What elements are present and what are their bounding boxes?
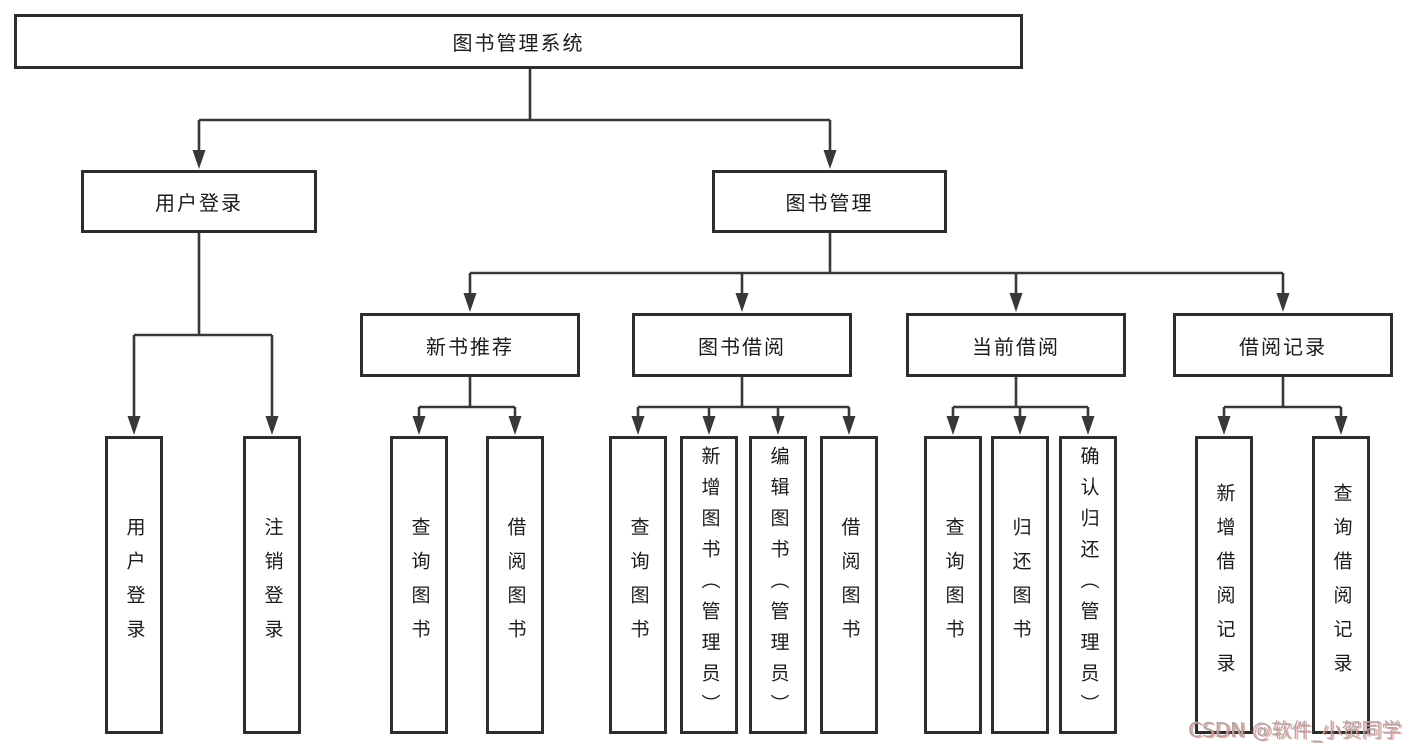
leaf-add-books-admin: 新增图书（管理员） [680, 436, 738, 734]
leaf-confirm-return-admin: 确认归还（管理员） [1059, 436, 1117, 734]
arrowhead-new-book [463, 293, 477, 312]
leaf-borrow-books: 借阅图书 [820, 436, 878, 734]
leaf-user-login-label: 用户登录 [123, 517, 146, 653]
node-book-management-label: 图书管理 [785, 191, 874, 215]
arrowhead-bb-add [702, 416, 716, 435]
arrowhead-bb-query [631, 416, 645, 435]
arrowhead-leaf-user-login [127, 416, 141, 435]
arrowhead-br-query [1334, 416, 1348, 435]
node-book-borrow-label: 图书借阅 [698, 334, 786, 359]
leaf-current-query-books-label: 查询图书 [942, 517, 965, 653]
arrowhead-cb-confirm [1081, 416, 1095, 435]
arrowhead-cb-return [1013, 416, 1027, 435]
arrowhead-nb-query [412, 416, 426, 435]
leaf-edit-books-admin-label: 编辑图书（管理员） [767, 445, 790, 725]
node-book-management: 图书管理 [712, 170, 947, 233]
leaf-return-books: 归还图书 [991, 436, 1049, 734]
node-root: 图书管理系统 [14, 14, 1023, 69]
leaf-return-books-label: 归还图书 [1009, 517, 1032, 653]
node-current-borrow: 当前借阅 [906, 313, 1126, 377]
leaf-query-borrow-record-label: 查询借阅记录 [1330, 483, 1353, 687]
node-new-book-recommend: 新书推荐 [360, 313, 580, 377]
leaf-recommend-borrow-books-label: 借阅图书 [504, 517, 527, 653]
leaf-borrow-query-books-label: 查询图书 [627, 517, 650, 653]
node-borrow-records-label: 借阅记录 [1239, 334, 1327, 359]
leaf-confirm-return-admin-label: 确认归还（管理员） [1077, 445, 1100, 725]
arrowhead-borrow-records [1276, 293, 1290, 312]
arrowhead-bb-borrow [842, 416, 856, 435]
node-user-login-label: 用户登录 [155, 191, 243, 215]
leaf-logout-login: 注销登录 [243, 436, 301, 734]
arrowhead-bb-edit [771, 416, 785, 435]
csdn-watermark: CSDN @软件_小贺同学 [1188, 718, 1402, 742]
leaf-add-borrow-record-label: 新增借阅记录 [1213, 483, 1236, 687]
leaf-recommend-borrow-books: 借阅图书 [486, 436, 544, 734]
arrowhead-user-login [192, 150, 206, 169]
node-new-book-recommend-label: 新书推荐 [426, 334, 514, 359]
node-root-label: 图书管理系统 [452, 31, 585, 55]
leaf-borrow-query-books: 查询图书 [609, 436, 667, 734]
arrowhead-current-borrow [1009, 293, 1023, 312]
leaf-borrow-books-label: 借阅图书 [838, 517, 861, 653]
leaf-edit-books-admin: 编辑图书（管理员） [749, 436, 807, 734]
leaf-user-login: 用户登录 [105, 436, 163, 734]
arrowhead-leaf-logout [265, 416, 279, 435]
leaf-add-borrow-record: 新增借阅记录 [1195, 436, 1253, 734]
leaf-query-borrow-record: 查询借阅记录 [1312, 436, 1370, 734]
arrowhead-book-management [823, 150, 837, 169]
leaf-add-books-admin-label: 新增图书（管理员） [698, 445, 721, 725]
node-user-login: 用户登录 [81, 170, 317, 233]
arrowhead-br-add [1217, 416, 1231, 435]
leaf-recommend-query-books-label: 查询图书 [408, 517, 431, 653]
arrowhead-book-borrow [735, 293, 749, 312]
leaf-recommend-query-books: 查询图书 [390, 436, 448, 734]
arrowhead-cb-query [946, 416, 960, 435]
leaf-current-query-books: 查询图书 [924, 436, 982, 734]
node-book-borrow: 图书借阅 [632, 313, 852, 377]
arrowhead-nb-borrow [508, 416, 522, 435]
leaf-logout-login-label: 注销登录 [261, 517, 284, 653]
node-borrow-records: 借阅记录 [1173, 313, 1393, 377]
node-current-borrow-label: 当前借阅 [972, 334, 1060, 359]
